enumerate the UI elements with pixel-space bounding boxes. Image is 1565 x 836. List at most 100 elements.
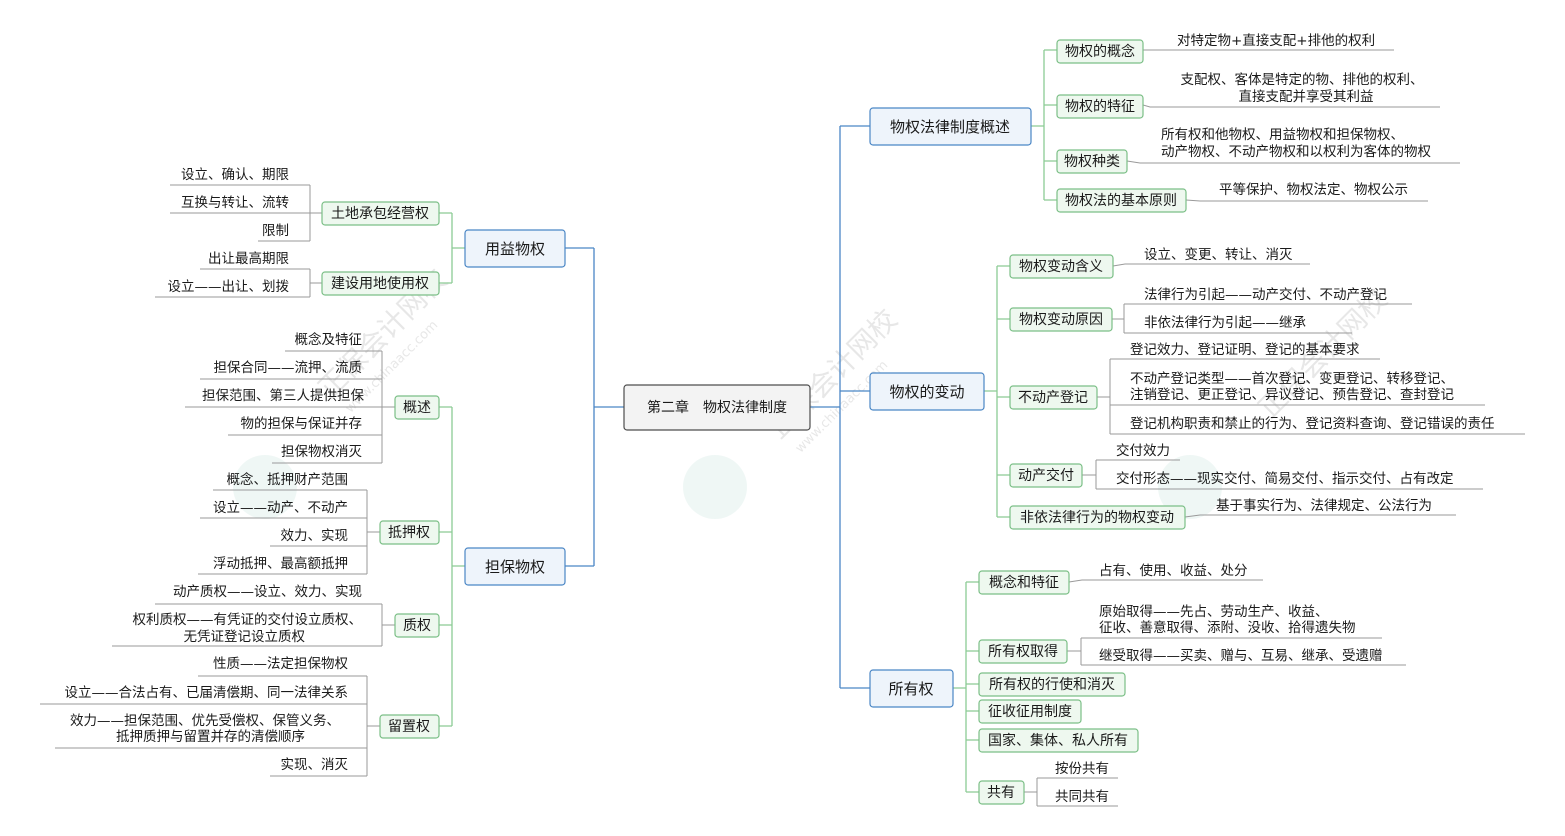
leaf-lien-3b: 抵押质押与留置并存的清偿顺序	[116, 729, 305, 745]
leaf-principle-text: 平等保护、物权法定、物权公示	[1219, 181, 1408, 198]
node-delivery-label: 动产交付	[1018, 467, 1074, 484]
topic-overview-label: 物权法律制度概述	[890, 118, 1010, 136]
leaf-joint-co: 共同共有	[1055, 789, 1109, 805]
leaf-change-meaning: 设立、变更、转让、消灭	[1144, 247, 1293, 263]
leaf-ownership-concept: 占有、使用、收益、处分	[1099, 562, 1248, 579]
central-topic[interactable]: 第二章 物权法律制度	[623, 384, 811, 431]
node-principle[interactable]: 物权法的基本原则	[1056, 188, 1187, 213]
node-ownership-concept[interactable]: 概念和特征	[978, 570, 1070, 595]
leaf-registration-2a: 不动产登记类型——首次登记、变更登记、转移登记、	[1130, 371, 1454, 387]
node-state-collective-label: 国家、集体、私人所有	[988, 732, 1128, 749]
leaf-mortgage-4: 浮动抵押、最高额抵押	[213, 555, 348, 572]
leaf-mortgage-1: 概念、抵押财产范围	[227, 471, 349, 488]
node-feature-label: 物权的特征	[1065, 99, 1135, 115]
node-pledge[interactable]: 质权	[394, 613, 440, 638]
node-mortgage[interactable]: 抵押权	[379, 520, 440, 545]
leaf-delivery-2: 交付形态——现实交付、简易交付、指示交付、占有改定	[1116, 470, 1454, 487]
leaf-overview-5: 担保物权消灭	[281, 443, 362, 460]
node-pledge-label: 质权	[403, 618, 431, 634]
node-acquisition-label: 所有权取得	[988, 643, 1058, 660]
node-expropriation[interactable]: 征收征用制度	[978, 699, 1082, 724]
node-feature[interactable]: 物权的特征	[1056, 94, 1144, 119]
leaf-overview-3: 担保范围、第三人提供担保	[202, 387, 364, 404]
node-construction-land[interactable]: 建设用地使用权	[321, 271, 440, 296]
connectors	[40, 49, 1525, 807]
node-mortgage-label: 抵押权	[388, 525, 430, 541]
node-lien-label: 留置权	[388, 719, 430, 735]
leaf-lien-3a: 效力——担保范围、优先受偿权、保管义务、	[70, 712, 340, 729]
leaf-lien-1: 性质——法定担保物权	[213, 655, 348, 672]
leaf-registration-2b: 注销登记、更正登记、异议登记、预告登记、查封登记	[1130, 387, 1454, 403]
node-security-overview-label: 概述	[403, 400, 431, 416]
node-delivery[interactable]: 动产交付	[1009, 463, 1083, 488]
leaf-pledge-2a: 权利质权——有凭证的交付设立质权、	[133, 611, 363, 628]
leaf-mortgage-2: 设立——动产、不动产	[213, 500, 348, 516]
node-kinds[interactable]: 物权种类	[1056, 149, 1128, 174]
node-acquisition[interactable]: 所有权取得	[978, 639, 1068, 664]
leaf-cause-1: 法律行为引起——动产交付、不动产登记	[1144, 286, 1387, 303]
node-security-overview[interactable]: 概述	[394, 395, 440, 420]
node-ownership-concept-label: 概念和特征	[989, 574, 1059, 591]
topic-overview[interactable]: 物权法律制度概述	[869, 107, 1032, 146]
node-exercise-extinction[interactable]: 所有权的行使和消灭	[978, 672, 1126, 697]
leaf-overview-4: 物的担保与保证并存	[241, 416, 363, 432]
leaf-mortgage-3: 效力、实现	[281, 528, 349, 544]
node-change-meaning-label: 物权变动含义	[1019, 259, 1103, 275]
leaf-overview-1: 概念及特征	[295, 331, 363, 348]
node-nonlegal-change-label: 非依法律行为的物权变动	[1020, 510, 1174, 526]
node-land-contract[interactable]: 土地承包经营权	[321, 201, 440, 226]
topic-usufruct-label: 用益物权	[485, 240, 545, 258]
node-principle-label: 物权法的基本原则	[1065, 192, 1177, 209]
node-kinds-label: 物权种类	[1064, 154, 1120, 170]
leaf-lien-4: 实现、消灭	[281, 757, 349, 773]
leaf-original-1: 原始取得——先占、劳动生产、收益、	[1099, 603, 1329, 620]
topic-usufruct[interactable]: 用益物权	[464, 229, 566, 268]
node-lien[interactable]: 留置权	[379, 714, 440, 739]
node-nonlegal-change[interactable]: 非依法律行为的物权变动	[1009, 505, 1186, 530]
node-concept-label: 物权的概念	[1065, 43, 1135, 60]
leaf-land-2: 互换与转让、流转	[181, 195, 289, 211]
leaf-concept-text: 对特定物+直接支配+排他的权利	[1177, 32, 1375, 49]
node-concept[interactable]: 物权的概念	[1056, 39, 1144, 64]
topic-ownership[interactable]: 所有权	[869, 669, 954, 708]
leaf-overview-2: 担保合同——流押、流质	[214, 360, 363, 376]
node-state-collective[interactable]: 国家、集体、私人所有	[978, 728, 1139, 753]
node-exercise-extinction-label: 所有权的行使和消灭	[989, 676, 1115, 693]
leaf-feature-line2: 直接支配并享受其利益	[1239, 88, 1374, 105]
node-change-meaning[interactable]: 物权变动含义	[1009, 254, 1114, 279]
node-co-ownership[interactable]: 共有	[978, 780, 1025, 805]
leaf-lien-2: 设立——合法占有、已届清偿期、同一法律关系	[65, 685, 349, 701]
topic-ownership-label: 所有权	[888, 680, 933, 698]
leaf-pledge-1: 动产质权——设立、效力、实现	[173, 583, 362, 600]
leaf-share-co: 按份共有	[1055, 761, 1109, 777]
leaf-land-1: 设立、确认、期限	[181, 167, 289, 183]
leaf-derived: 继受取得——买卖、赠与、互易、继承、受遗赠	[1099, 647, 1383, 664]
leaf-pledge-2b: 无凭证登记设立质权	[184, 628, 306, 645]
leaf-original-2: 征收、善意取得、添附、没收、拾得遗失物	[1099, 619, 1356, 636]
leaf-registration-1: 登记效力、登记证明、登记的基本要求	[1130, 341, 1360, 358]
leaf-kinds-line1: 所有权和他物权、用益物权和担保物权、	[1161, 126, 1404, 143]
node-co-ownership-label: 共有	[987, 785, 1015, 801]
watermark-logo-icon	[1158, 455, 1222, 519]
node-registration-label: 不动产登记	[1018, 390, 1088, 406]
node-change-cause-label: 物权变动原因	[1019, 312, 1103, 328]
leaf-kinds-line2: 动产物权、不动产物权和以权利为客体的物权	[1161, 143, 1431, 160]
node-land-contract-label: 土地承包经营权	[331, 206, 429, 222]
leaf-feature-line1: 支配权、客体是特定的物、排他的权利、	[1181, 71, 1424, 88]
watermark-logo-icon	[233, 455, 297, 519]
leaf-construction-1: 出让最高期限	[208, 250, 289, 267]
leaf-land-3: 限制	[262, 223, 289, 239]
topic-change[interactable]: 物权的变动	[869, 372, 985, 411]
leaf-cause-2: 非依法律行为引起——继承	[1144, 315, 1306, 331]
node-registration[interactable]: 不动产登记	[1009, 385, 1098, 410]
node-change-cause[interactable]: 物权变动原因	[1009, 307, 1113, 332]
topic-security[interactable]: 担保物权	[464, 547, 566, 586]
node-expropriation-label: 征收征用制度	[988, 704, 1072, 720]
leaf-registration-3: 登记机构职责和禁止的行为、登记资料查询、登记错误的责任	[1130, 416, 1495, 432]
topic-change-label: 物权的变动	[889, 383, 964, 401]
watermark-logo-icon	[683, 455, 747, 519]
leaf-delivery-1: 交付效力	[1116, 442, 1170, 459]
topic-security-label: 担保物权	[485, 558, 545, 576]
leaf-nonlegal-change: 基于事实行为、法律规定、公法行为	[1216, 497, 1432, 514]
